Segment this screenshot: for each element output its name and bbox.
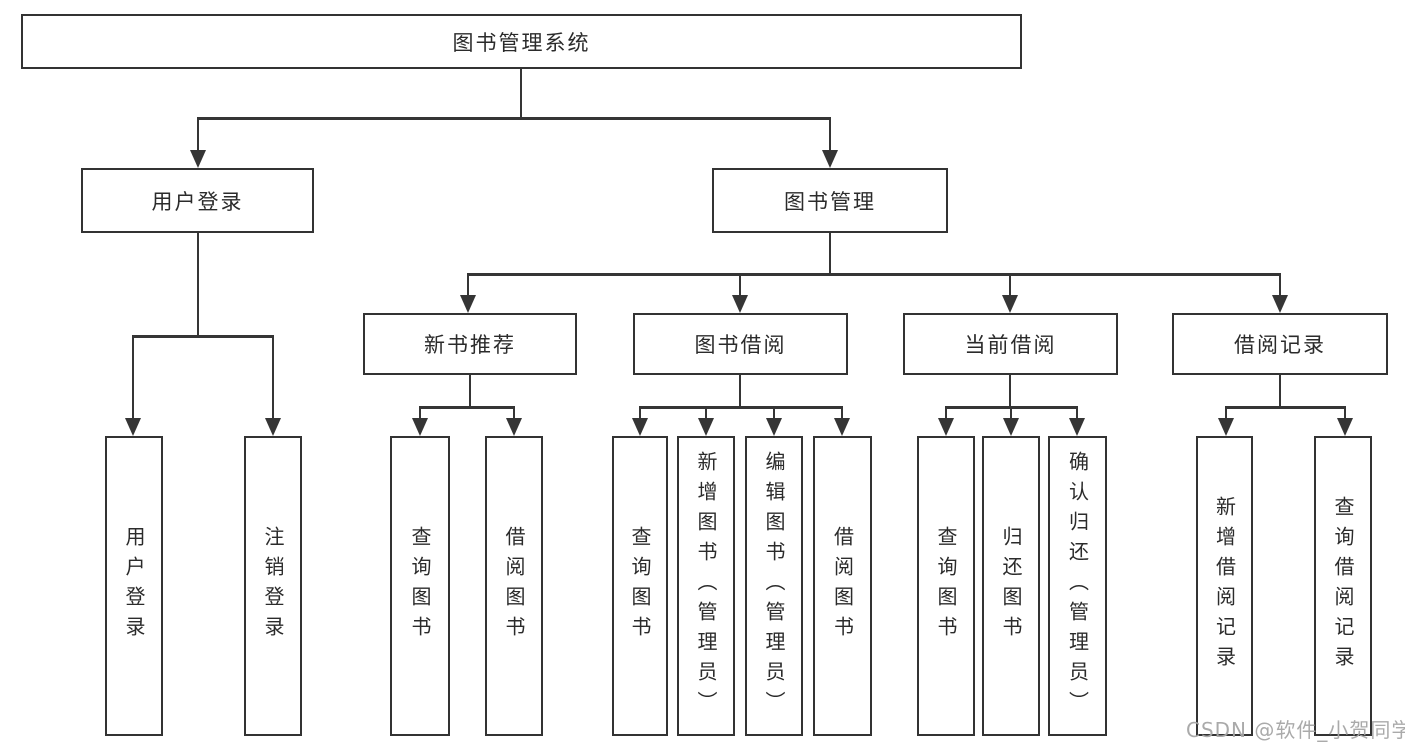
connector-current-drop-1: [944, 406, 948, 420]
arrow-records-leaf-2: [1337, 418, 1353, 436]
leaf-logout-label: 注销登录: [261, 526, 285, 646]
leaf-return-books: 归还图书: [982, 436, 1040, 736]
arrow-borrowing-leaf-1: [632, 418, 648, 436]
connector-records-drop-1: [1224, 406, 1228, 420]
leaf-edit-books-admin-label: 编辑图书（管理员）: [762, 451, 786, 721]
connector-current-stem: [1008, 375, 1012, 406]
leaf-add-borrow-record: 新增借阅记录: [1196, 436, 1253, 736]
csdn-watermark: CSDN @软件_小贺同学: [1186, 718, 1405, 742]
leaf-query-books-borrowing: 查询图书: [612, 436, 668, 736]
connector-records-drop-2: [1343, 406, 1347, 420]
leaf-query-borrow-record-label: 查询借阅记录: [1331, 496, 1355, 676]
node-book-borrowing: 图书借阅: [633, 313, 848, 375]
leaf-query-books-recommend: 查询图书: [390, 436, 450, 736]
leaf-query-borrow-record: 查询借阅记录: [1314, 436, 1372, 736]
node-user-login: 用户登录: [81, 168, 314, 233]
connector-new-book-split: [418, 406, 516, 409]
connector-borrowing-split: [638, 406, 844, 409]
arrow-new-book-leaf-2: [506, 418, 522, 436]
node-current-borrowing-label: 当前借阅: [964, 333, 1057, 357]
connector-book-mgmt-split: [466, 273, 1282, 276]
node-book-management: 图书管理: [712, 168, 948, 233]
connector-current-drop-3: [1075, 406, 1079, 420]
leaf-query-books-borrowing-label: 查询图书: [628, 526, 652, 646]
connector-book-mgmt-drop-3: [1008, 273, 1012, 297]
connector-user-login-drop-2: [271, 335, 275, 420]
connector-user-login-split: [131, 335, 275, 338]
connector-current-drop-2: [1009, 406, 1013, 420]
arrow-borrowing-leaf-3: [766, 418, 782, 436]
connector-l1-drop-right: [828, 117, 832, 152]
leaf-borrow-books: 借阅图书: [813, 436, 872, 736]
arrow-to-user-login: [190, 150, 206, 168]
leaf-add-books-admin-label: 新增图书（管理员）: [694, 451, 718, 721]
connector-user-login-drop-1: [131, 335, 135, 420]
connector-book-mgmt-drop-4: [1278, 273, 1282, 297]
node-root: 图书管理系统: [21, 14, 1022, 69]
leaf-confirm-return-admin-label: 确认归还（管理员）: [1065, 451, 1090, 721]
node-new-book-recommendation: 新书推荐: [363, 313, 577, 375]
arrow-to-current-borrow: [1002, 295, 1018, 313]
connector-book-mgmt-stem: [828, 233, 832, 273]
leaf-add-borrow-record-label: 新增借阅记录: [1212, 496, 1237, 676]
leaf-logout: 注销登录: [244, 436, 302, 736]
connector-user-login-stem: [196, 233, 200, 335]
node-book-borrowing-label: 图书借阅: [694, 333, 787, 357]
leaf-return-books-label: 归还图书: [999, 526, 1023, 646]
connector-borrowing-drop-4: [840, 406, 844, 420]
node-root-label: 图书管理系统: [452, 30, 591, 55]
arrow-to-new-book: [460, 295, 476, 313]
arrow-to-book-borrow: [732, 295, 748, 313]
arrow-borrowing-leaf-2: [698, 418, 714, 436]
arrow-to-borrow-records: [1272, 295, 1288, 313]
arrow-to-book-management: [822, 150, 838, 168]
connector-root-stem: [519, 69, 523, 117]
leaf-user-login: 用户登录: [105, 436, 163, 736]
connector-book-mgmt-drop-2: [738, 273, 742, 297]
node-user-login-label: 用户登录: [151, 189, 244, 214]
leaf-query-books-current-label: 查询图书: [934, 526, 958, 646]
leaf-query-books-recommend-label: 查询图书: [408, 526, 432, 646]
connector-l1-drop-left: [196, 117, 200, 152]
leaf-edit-books-admin: 编辑图书（管理员）: [745, 436, 803, 736]
arrow-new-book-leaf-1: [412, 418, 428, 436]
leaf-user-login-label: 用户登录: [122, 526, 146, 646]
connector-records-stem: [1278, 375, 1282, 406]
connector-new-book-stem: [468, 375, 472, 406]
leaf-borrow-books-recommend-label: 借阅图书: [502, 526, 526, 646]
connector-borrowing-drop-3: [772, 406, 776, 420]
arrow-borrowing-leaf-4: [834, 418, 850, 436]
arrow-to-leaf-login: [125, 418, 141, 436]
connector-new-book-drop-1: [418, 406, 422, 420]
leaf-borrow-books-label: 借阅图书: [830, 526, 855, 646]
arrow-current-leaf-3: [1069, 418, 1085, 436]
connector-borrowing-drop-1: [638, 406, 642, 420]
node-borrowing-records-label: 借阅记录: [1234, 333, 1326, 357]
leaf-add-books-admin: 新增图书（管理员）: [677, 436, 735, 736]
connector-new-book-drop-2: [512, 406, 516, 420]
leaf-query-books-current: 查询图书: [917, 436, 975, 736]
node-borrowing-records: 借阅记录: [1172, 313, 1388, 375]
leaf-confirm-return-admin: 确认归还（管理员）: [1048, 436, 1107, 736]
connector-records-split: [1224, 406, 1347, 409]
arrow-records-leaf-1: [1218, 418, 1234, 436]
connector-borrowing-drop-2: [704, 406, 708, 420]
leaf-borrow-books-recommend: 借阅图书: [485, 436, 543, 736]
connector-borrowing-stem: [738, 375, 742, 406]
node-current-borrowing: 当前借阅: [903, 313, 1118, 375]
arrow-current-leaf-2: [1003, 418, 1019, 436]
connector-l1-split: [196, 117, 832, 120]
node-book-management-label: 图书管理: [784, 189, 876, 214]
node-new-book-label: 新书推荐: [424, 333, 516, 357]
connector-book-mgmt-drop-1: [466, 273, 470, 297]
arrow-current-leaf-1: [938, 418, 954, 436]
arrow-to-leaf-logout: [265, 418, 281, 436]
